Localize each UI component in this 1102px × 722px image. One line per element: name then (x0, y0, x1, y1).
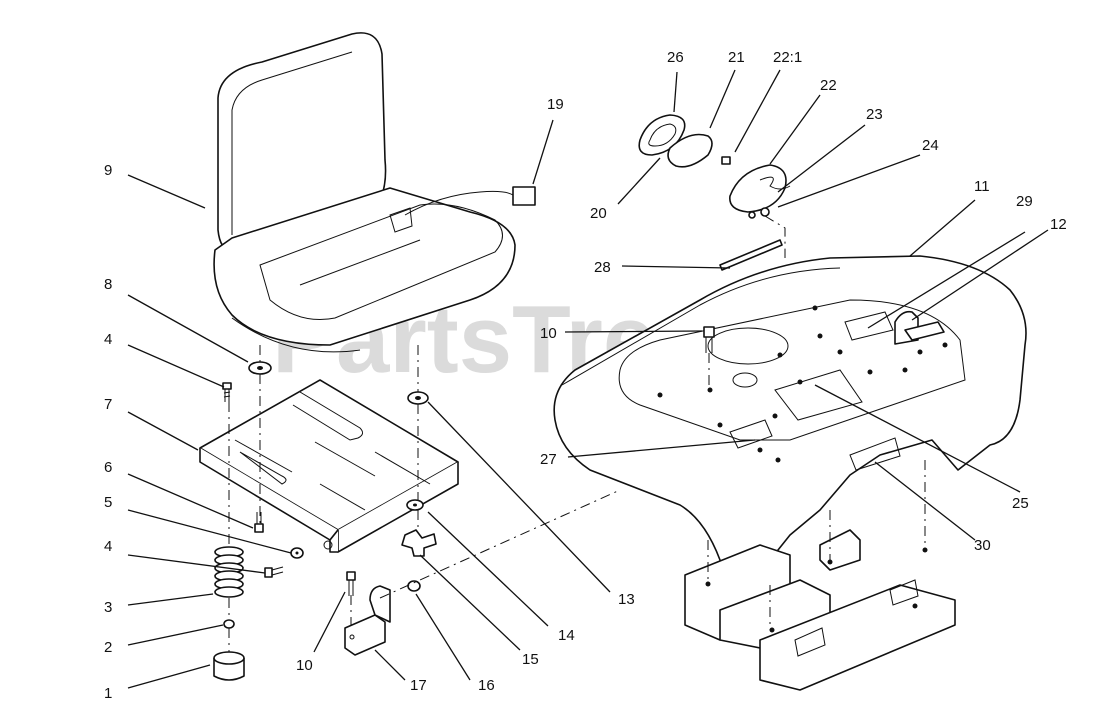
callout-7: 7 (104, 396, 112, 413)
callout-4a: 4 (104, 331, 112, 348)
screw-22-1-part (721, 156, 731, 165)
callout-5: 5 (104, 494, 112, 511)
callout-23: 23 (866, 106, 883, 123)
callout-17: 17 (410, 677, 427, 694)
callout-27: 27 (540, 451, 557, 468)
callout-25: 25 (1012, 495, 1029, 512)
bolt-10a-part (346, 571, 356, 596)
callout-2: 2 (104, 639, 112, 656)
callout-30: 30 (974, 537, 991, 554)
callout-15: 15 (522, 651, 539, 668)
callout-11: 11 (974, 178, 990, 195)
callout-29: 29 (1016, 193, 1033, 210)
callout-1: 1 (104, 685, 112, 702)
callout-19: 19 (547, 96, 564, 113)
washer-14-part (406, 499, 424, 511)
callout-20: 20 (590, 205, 607, 222)
leader-lines (127, 69, 1049, 689)
callout-12: 12 (1050, 216, 1067, 233)
seat-part (213, 32, 516, 353)
bumper-part (213, 651, 245, 681)
nut-16-part (407, 580, 421, 592)
callout-13: 13 (618, 591, 635, 608)
callout-22: 22 (820, 77, 837, 94)
bracket-17-part (344, 585, 391, 656)
callout-10a: 10 (296, 657, 313, 674)
trim-strip-part (719, 239, 783, 271)
nut-24-part (748, 207, 770, 219)
wire-part (764, 215, 786, 258)
bolt-6-part (254, 512, 264, 533)
housing-22-part (729, 164, 791, 213)
bolt-4a-part (222, 382, 232, 402)
callout-3: 3 (104, 599, 112, 616)
frame-mount-part (684, 529, 956, 691)
callout-14: 14 (558, 627, 575, 644)
seat-plate-part (199, 379, 459, 553)
callout-26: 26 (667, 49, 684, 66)
seat-switch-part (404, 186, 536, 216)
nut-2-part (223, 619, 235, 629)
spring-part (214, 546, 244, 598)
callout-4b: 4 (104, 538, 112, 555)
callout-8: 8 (104, 276, 112, 293)
callout-21: 21 (728, 49, 745, 66)
callout-10b: 10 (540, 325, 557, 342)
callout-24: 24 (922, 137, 939, 154)
washer-8-part (248, 361, 272, 375)
callout-16: 16 (478, 677, 495, 694)
knob-15-part (401, 529, 437, 557)
lens-21-part (667, 133, 713, 168)
callout-28: 28 (594, 259, 611, 276)
assembly-lines (228, 345, 926, 652)
bolt-4b-part (264, 566, 284, 578)
pin-10b-part (703, 326, 715, 353)
callout-6: 6 (104, 459, 112, 476)
callout-labels: 1 2 3 4 5 6 7 4 8 9 10 17 16 15 14 13 19… (104, 49, 1067, 702)
washer-5-part (290, 547, 304, 559)
washer-13-part (407, 391, 429, 405)
callout-22-1: 22:1 (773, 49, 802, 66)
callout-9: 9 (104, 162, 112, 179)
